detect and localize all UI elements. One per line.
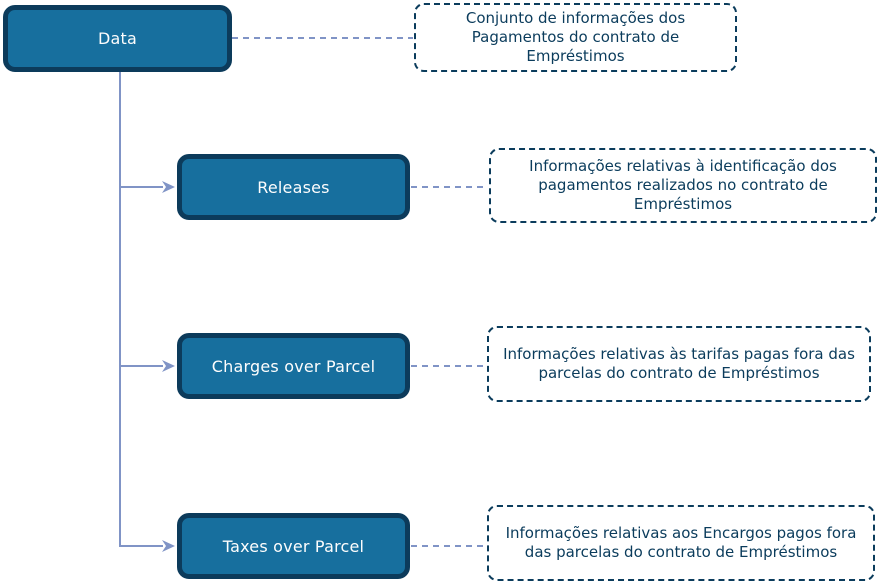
node-releases: Releases <box>177 154 410 220</box>
annotation-releases: Informações relativas à identificação do… <box>489 148 877 223</box>
annotation-taxes-over-parcel: Informações relativas aos Encargos pagos… <box>487 505 875 581</box>
annotation-releases-text: Informações relativas à identificação do… <box>529 157 837 213</box>
annotation-charges-over-parcel: Informações relativas às tarifas pagas f… <box>487 326 871 402</box>
node-taxes-over-parcel-label: Taxes over Parcel <box>222 536 365 556</box>
tree-trunk-connector <box>119 72 175 552</box>
annotation-data: Conjunto de informações dos Pagamentos d… <box>414 3 737 72</box>
annotation-data-text: Conjunto de informações dos Pagamentos d… <box>465 9 686 65</box>
annotation-charges-over-parcel-text: Informações relativas às tarifas pagas f… <box>503 345 855 382</box>
annotation-taxes-over-parcel-text: Informações relativas aos Encargos pagos… <box>505 524 857 561</box>
node-data-label: Data <box>97 29 137 48</box>
node-charges-over-parcel: Charges over Parcel <box>177 333 410 399</box>
node-charges-over-parcel-label: Charges over Parcel <box>211 356 376 376</box>
node-taxes-over-parcel: Taxes over Parcel <box>177 513 410 579</box>
node-data: Data <box>3 5 232 72</box>
node-releases-label: Releases <box>257 177 330 197</box>
